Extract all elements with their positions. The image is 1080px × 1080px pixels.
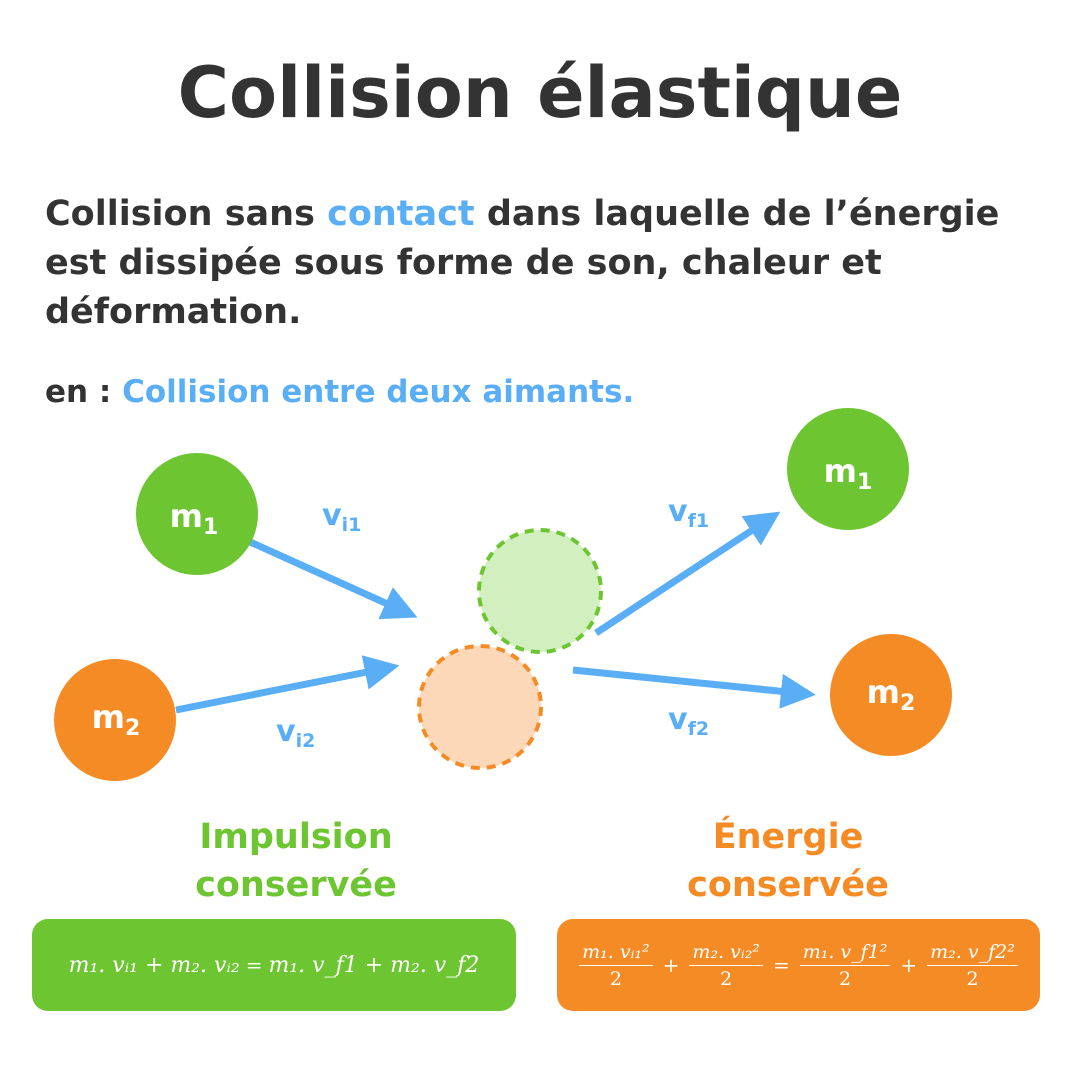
- momentum-heading-line2: conservée: [195, 865, 397, 905]
- mass1-after-label: m1: [824, 452, 873, 495]
- arrow-vi2: [175, 655, 400, 714]
- mass1-before-circle: [136, 453, 258, 575]
- arrow-vf1: [594, 511, 781, 636]
- definition-text: Collision sans contact dans laquelle de …: [45, 190, 1055, 337]
- velocity-vf2-label: vf2: [668, 702, 709, 740]
- mass2-after-circle: [830, 634, 952, 756]
- arrow-vf2: [572, 666, 816, 709]
- energy-equals: =: [772, 953, 790, 977]
- ghost-mass1-circle: [477, 528, 603, 654]
- velocity-vf1-label: vf1: [668, 494, 709, 532]
- energy-conserved-heading: Énergie conservée: [578, 813, 998, 909]
- mass1-before-label: m1: [170, 497, 219, 540]
- example-line: en : Collision entre deux aimants.: [45, 374, 1045, 410]
- velocity-vi2-label: vi2: [276, 714, 315, 752]
- example-prefix: en :: [45, 374, 123, 410]
- energy-plus-2: +: [900, 953, 918, 977]
- momentum-conserved-heading: Impulsion conservée: [86, 813, 506, 909]
- momentum-heading-line1: Impulsion: [199, 817, 393, 857]
- momentum-formula-lhs: m₁. vᵢ₁ + m₂. vᵢ₂: [68, 952, 240, 978]
- momentum-formula-box: m₁. vᵢ₁ + m₂. vᵢ₂ = m₁. v_f1 + m₂. v_f2: [32, 919, 516, 1011]
- energy-heading-line2: conservée: [687, 865, 889, 905]
- ghost-mass2-circle: [417, 644, 543, 770]
- definition-part2: dans laquelle de l’énergie est dissipée …: [45, 194, 1000, 332]
- definition-highlight: contact: [327, 194, 475, 234]
- mass1-after-circle: [787, 408, 909, 530]
- definition-part1: Collision sans: [45, 194, 328, 234]
- arrow-vi1: [246, 537, 418, 620]
- example-text: Collision entre deux aimants.: [122, 374, 635, 410]
- energy-heading-line1: Énergie: [712, 817, 864, 857]
- momentum-formula-rhs: m₁. v_f1 + m₂. v_f2: [268, 952, 480, 978]
- velocity-vi1-label: vi1: [322, 498, 361, 536]
- momentum-formula-equals: =: [245, 953, 263, 977]
- energy-plus-1: +: [662, 953, 680, 977]
- mass2-after-label: m2: [867, 673, 916, 716]
- page-title: Collision élastique: [177, 52, 903, 134]
- mass2-before-label: m2: [92, 698, 141, 741]
- mass2-before-circle: [54, 659, 176, 781]
